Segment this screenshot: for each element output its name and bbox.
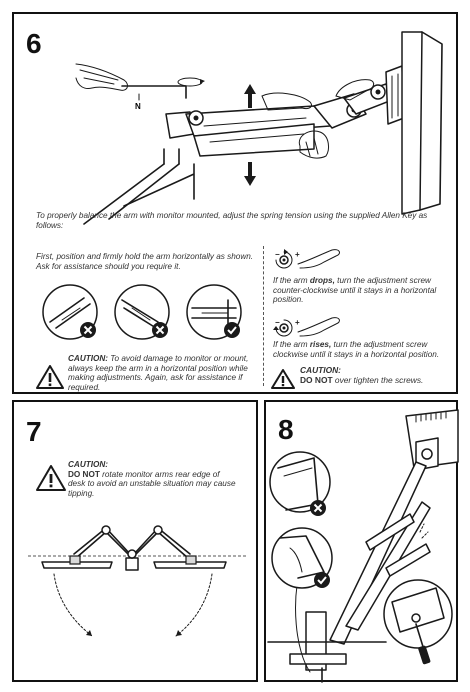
- step-7-panel: 7 CAUTION: DO NOT rotate monitor arms re…: [12, 400, 258, 682]
- screw-detail-inset: [383, 579, 453, 665]
- incorrect-angle-up-example: [42, 284, 98, 340]
- correct-horizontal-example: [186, 284, 242, 340]
- rotation-arrow-icon: [177, 77, 203, 87]
- step-6-number: 6: [26, 28, 42, 59]
- arm-rises-instruction: If the arm rises, turn the adjustment sc…: [273, 340, 453, 359]
- arm-drops-post: turn the adjustment screw counter-clockw…: [273, 276, 437, 305]
- step-6-caution-2-label: CAUTION:: [300, 365, 341, 375]
- step-6-caution: CAUTION: To avoid damage to monitor or m…: [68, 354, 258, 392]
- step-7-number: 7: [26, 416, 42, 447]
- step-7-caution-text: rotate monitor arms rear edge of desk to…: [68, 469, 236, 498]
- step-8-panel: 8: [264, 400, 459, 683]
- arm-drops-instruction: If the arm drops, turn the adjustment sc…: [273, 276, 453, 305]
- warning-icon-2: [271, 369, 295, 389]
- arm-rises-pre: If the arm: [273, 340, 310, 349]
- step-7-do-not: DO NOT: [68, 469, 100, 479]
- clockwise-adjust-icon: [273, 317, 340, 337]
- plus-sign-2: +: [295, 318, 300, 327]
- down-arrow-icon: [244, 162, 256, 186]
- incorrect-cover-inset: [269, 451, 331, 516]
- warning-icon-3: [36, 465, 66, 491]
- minus-sign: −: [275, 250, 280, 259]
- step-6-intro: To properly balance the arm with monitor…: [36, 211, 428, 230]
- arm-adjustment-illustration: N: [75, 31, 443, 225]
- arm-rises-post: turn the adjustment screw clockwise unti…: [273, 340, 440, 359]
- arm-drops-pre: If the arm: [273, 276, 310, 285]
- arm-rises-bold: rises,: [309, 340, 332, 349]
- step-6-first-instruction: First, position and firmly hold the arm …: [36, 252, 254, 271]
- column-divider: [263, 246, 264, 386]
- up-arrow-icon: [244, 84, 256, 108]
- step-6-caution-label: CAUTION:: [68, 354, 109, 363]
- step-7-caution: CAUTION: DO NOT rotate monitor arms rear…: [68, 460, 236, 498]
- minus-sign-2: −: [275, 318, 280, 327]
- step-7-caution-label: CAUTION:: [68, 460, 109, 469]
- n-label: N: [135, 102, 141, 111]
- step-6-caution-2-do-not: DO NOT: [300, 374, 333, 385]
- step-8-number: 8: [278, 414, 294, 445]
- warning-icon: [36, 365, 64, 389]
- cable-cover-illustration: [267, 409, 459, 683]
- step-6-caution-text: To avoid damage to monitor or mount, alw…: [68, 354, 249, 392]
- arm-drops-bold: drops,: [309, 276, 335, 285]
- step-6-caution-2: CAUTION: DO NOT over tighten the screws.: [300, 365, 460, 385]
- incorrect-angle-down-example: [114, 284, 170, 340]
- plus-sign: +: [295, 250, 300, 259]
- step-6-panel: 6 N: [12, 12, 458, 394]
- step-6-caution-2-text: over tighten the screws.: [332, 374, 424, 385]
- correct-cover-inset: [271, 527, 333, 589]
- counter-clockwise-adjust-icon: [275, 249, 340, 269]
- rear-edge-warning-illustration: [28, 525, 246, 637]
- position-examples: [42, 284, 242, 340]
